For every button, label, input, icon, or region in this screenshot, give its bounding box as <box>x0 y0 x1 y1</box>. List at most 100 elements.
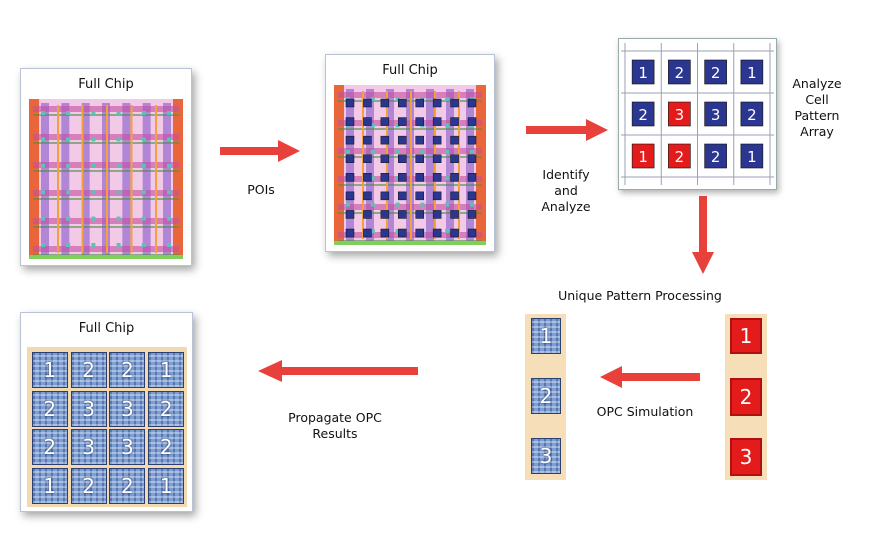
poi-marker <box>398 173 407 182</box>
poi-marker <box>363 191 372 201</box>
layout-via <box>116 111 121 115</box>
layout-via <box>66 137 71 142</box>
layout-via <box>167 163 171 168</box>
layout-via <box>141 137 146 142</box>
cell-pattern-box <box>668 59 691 85</box>
poi-marker <box>467 117 477 126</box>
layout-via <box>346 149 350 154</box>
pois-label: POIs <box>247 182 275 197</box>
result-tile: 2 <box>148 390 185 427</box>
result-tile: 3 <box>70 390 107 427</box>
layout-orange-line <box>434 91 436 239</box>
result-tile: 1 <box>31 468 68 505</box>
poi-marker <box>398 210 407 219</box>
layout-via <box>91 243 96 247</box>
cell-pattern-number: 1 <box>638 148 648 166</box>
chip-layout-image-1 <box>29 99 183 259</box>
analyze-line-1: Analyze <box>792 76 842 91</box>
layout-via <box>141 216 146 221</box>
poi-marker <box>415 173 424 182</box>
layout-orange-line <box>386 91 388 239</box>
poi-marker <box>432 154 442 163</box>
layout-via <box>116 163 121 168</box>
poi-marker <box>415 135 424 145</box>
layout-vbar <box>81 103 90 255</box>
layout-via <box>470 149 474 154</box>
layout-via <box>91 190 96 195</box>
poi-marker <box>432 98 442 108</box>
poi-marker <box>345 173 355 182</box>
layout-orange-line <box>106 105 108 253</box>
poi-marker <box>380 210 390 219</box>
layout-vbar <box>446 89 454 241</box>
cell-pattern-box <box>631 143 655 169</box>
layout-orange-line <box>410 91 412 239</box>
layout-via <box>370 149 375 154</box>
cell-pattern-box <box>631 101 655 127</box>
layout-via <box>167 216 171 221</box>
analyze-line-2: Cell <box>805 92 829 107</box>
cell-pattern-number: 1 <box>747 64 757 82</box>
poi-marker <box>467 135 477 145</box>
poi-marker <box>450 210 459 219</box>
cell-pattern-box <box>668 101 691 127</box>
cell-pattern-number: 2 <box>638 106 648 124</box>
unique-red-tile-1: 1 <box>730 318 762 354</box>
layout-via <box>116 216 121 221</box>
poi-marker <box>415 191 424 201</box>
poi-marker <box>467 210 477 219</box>
unique-blue-tile-2: 2 <box>531 378 561 414</box>
layout-via <box>395 202 400 207</box>
poi-marker <box>450 154 459 163</box>
layout-vbar <box>346 89 354 241</box>
poi-marker <box>450 117 459 126</box>
layout-via <box>167 111 171 115</box>
layout-via <box>420 202 425 207</box>
layout-via <box>41 243 45 247</box>
poi-marker <box>432 191 442 201</box>
layout-vbar <box>61 103 70 255</box>
poi-marker <box>432 173 442 182</box>
layout-via <box>116 137 121 142</box>
layout-orange-line <box>458 91 460 239</box>
poi-marker <box>398 98 407 108</box>
layout-orange-line <box>130 105 133 253</box>
layout-via <box>167 243 171 247</box>
layout-via <box>420 149 425 154</box>
result-tile: 3 <box>109 390 146 427</box>
poi-marker <box>380 173 390 182</box>
poi-marker <box>467 173 477 182</box>
chip-layout-image-2 <box>334 85 486 245</box>
layout-via <box>141 111 146 115</box>
layout-via <box>91 111 96 115</box>
cell-pattern-number: 1 <box>747 148 757 166</box>
layout-via <box>116 190 121 195</box>
layout-via <box>445 149 450 154</box>
poi-marker <box>467 191 477 201</box>
poi-marker <box>467 98 477 108</box>
unique-blue-tile-1: 1 <box>531 318 561 354</box>
cell-pattern-box <box>740 59 764 85</box>
arrow-down <box>690 196 716 276</box>
layout-via <box>91 163 96 168</box>
cell-pattern-box <box>631 59 655 85</box>
layout-orange-line <box>81 105 84 253</box>
layout-via <box>66 190 71 195</box>
poi-marker <box>345 228 355 238</box>
layout-via <box>445 97 450 101</box>
poi-marker <box>467 154 477 163</box>
layout-bottom-rail <box>29 255 183 259</box>
layout-orange-line <box>57 105 59 253</box>
cell-pattern-box <box>704 143 727 169</box>
layout-via <box>395 229 400 233</box>
layout-vbar <box>386 89 394 241</box>
full-chip-title-2: Full Chip <box>382 63 438 78</box>
propagate-label: Propagate OPC Results <box>270 410 400 442</box>
poi-marker <box>450 173 459 182</box>
layout-vbar <box>466 89 474 241</box>
propagate-line-2: Results <box>312 426 358 441</box>
unique-red-tile-3: 3 <box>730 438 762 476</box>
poi-marker <box>398 191 407 201</box>
